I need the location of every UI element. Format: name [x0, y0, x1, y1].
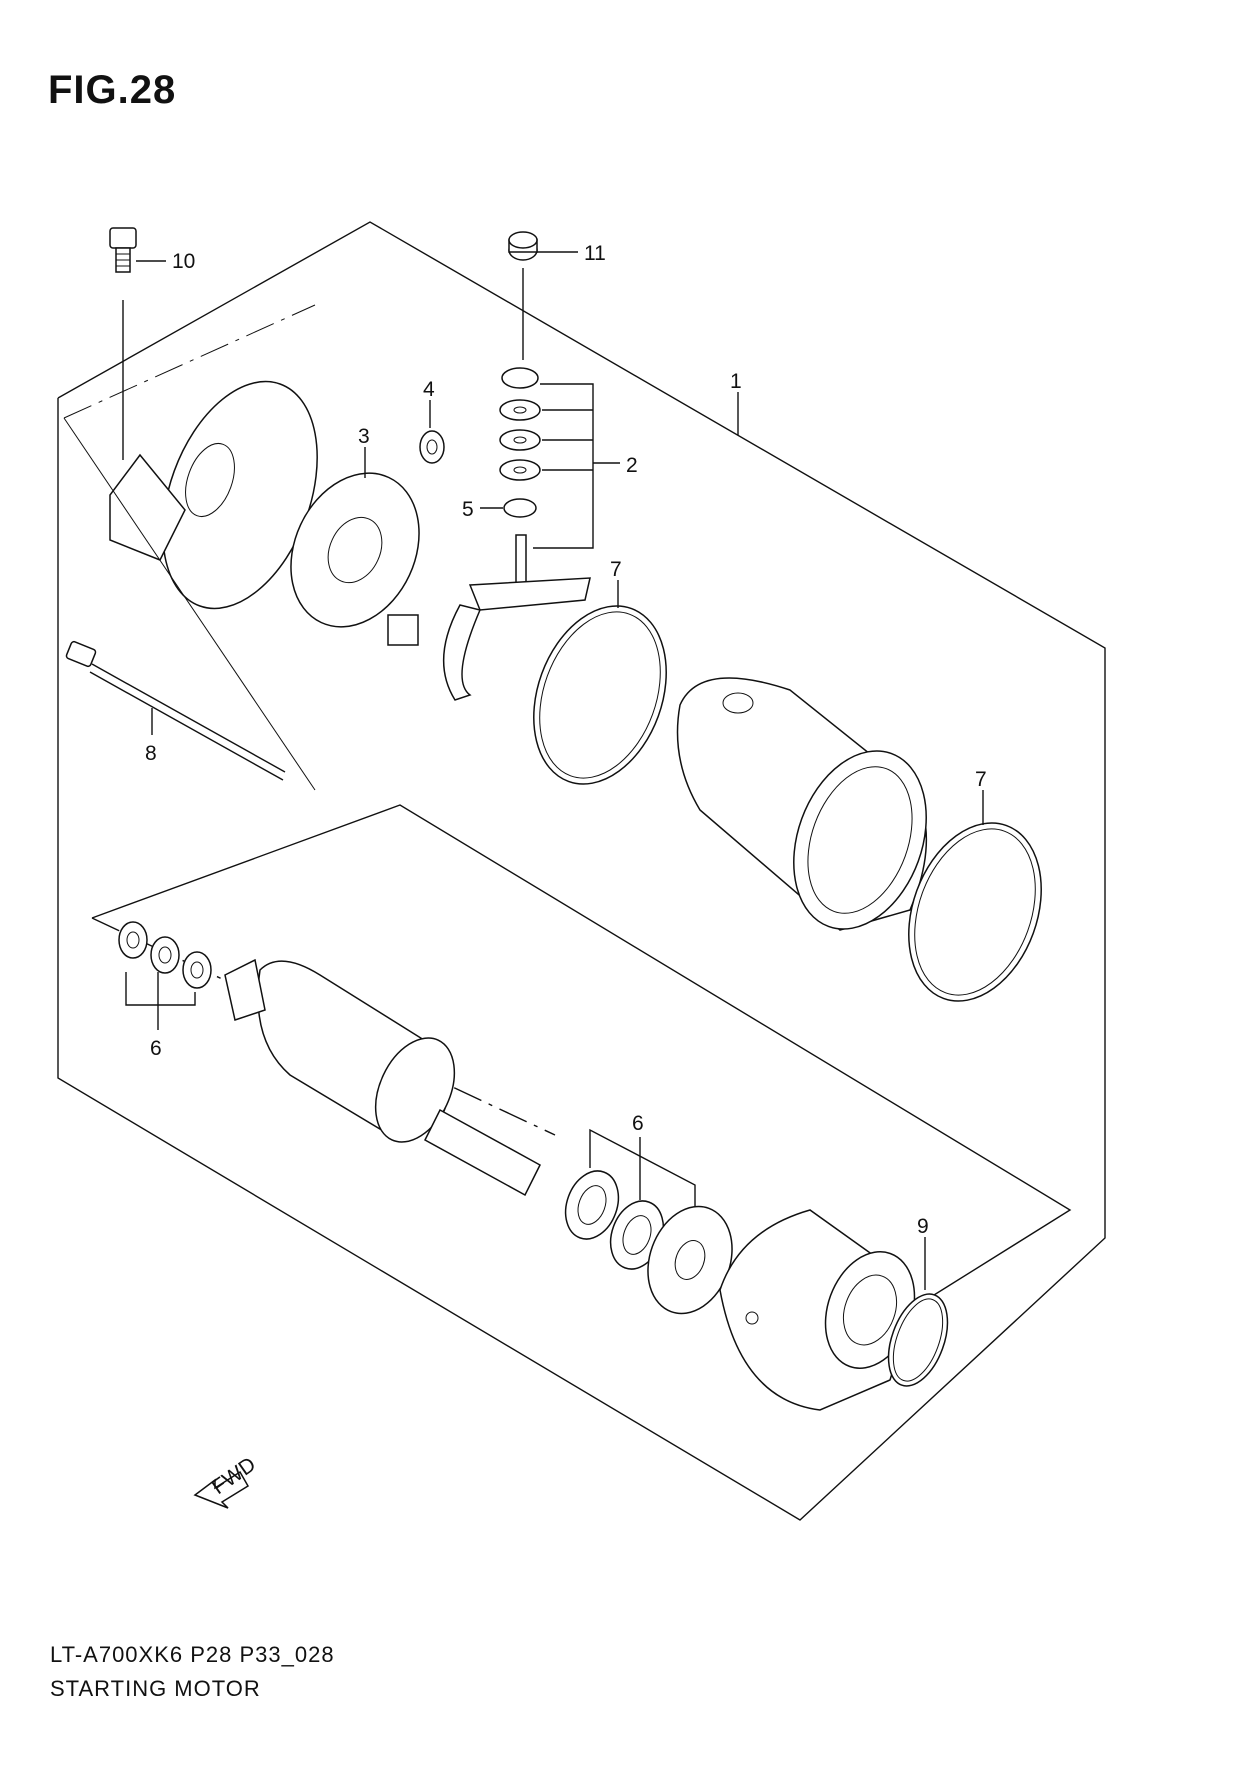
callout-10: 10 — [172, 250, 195, 273]
callout-1: 1 — [730, 370, 742, 393]
bearing-part-4[interactable] — [419, 400, 445, 464]
washers-part-6-left[interactable] — [118, 921, 212, 1030]
yoke[interactable] — [676, 677, 950, 948]
terminal-hardware-part-2[interactable] — [499, 367, 620, 549]
callout-8: 8 — [145, 742, 157, 765]
footer-diagram-name: STARTING MOTOR — [50, 1676, 261, 1701]
o-ring-part-9[interactable] — [877, 1237, 959, 1394]
callout-5: 5 — [462, 498, 474, 521]
lock-plate[interactable] — [634, 1195, 747, 1326]
callout-11: 11 — [584, 242, 606, 265]
insulator-part-5[interactable] — [480, 498, 537, 518]
o-ring-part-7-lower[interactable] — [885, 790, 1064, 1020]
front-housing[interactable] — [719, 1209, 930, 1411]
brush-plate-part-3[interactable] — [267, 447, 443, 648]
exploded-view-guides — [63, 304, 316, 791]
callout-6-left: 6 — [150, 1037, 162, 1060]
bolt-part-10[interactable] — [109, 227, 166, 460]
through-bolt-part-8[interactable] — [65, 640, 286, 781]
footer-model-code: LT-A700XK6 P28 P33_028 — [50, 1642, 335, 1667]
brush-holder[interactable] — [387, 534, 591, 701]
fwd-arrow-icon: FWD — [193, 1453, 260, 1509]
callout-6-right: 6 — [632, 1112, 644, 1135]
callout-labels: 1 2 3 4 5 6 6 7 7 8 9 10 11 — [145, 242, 987, 1238]
armature[interactable] — [224, 958, 541, 1197]
figure-title: FIG.28 — [48, 68, 177, 112]
callout-7-upper: 7 — [610, 558, 622, 581]
callout-4: 4 — [423, 378, 435, 401]
nut-part-11[interactable] — [508, 231, 578, 360]
callout-7-lower: 7 — [975, 768, 987, 791]
o-ring-part-7-upper[interactable] — [510, 580, 689, 803]
callout-9: 9 — [917, 1215, 929, 1238]
rear-housing[interactable] — [109, 360, 346, 630]
washers-part-6-right[interactable] — [557, 1128, 696, 1276]
callout-2: 2 — [626, 454, 638, 477]
callout-3: 3 — [358, 425, 370, 448]
assembly-outline — [57, 221, 1106, 1521]
